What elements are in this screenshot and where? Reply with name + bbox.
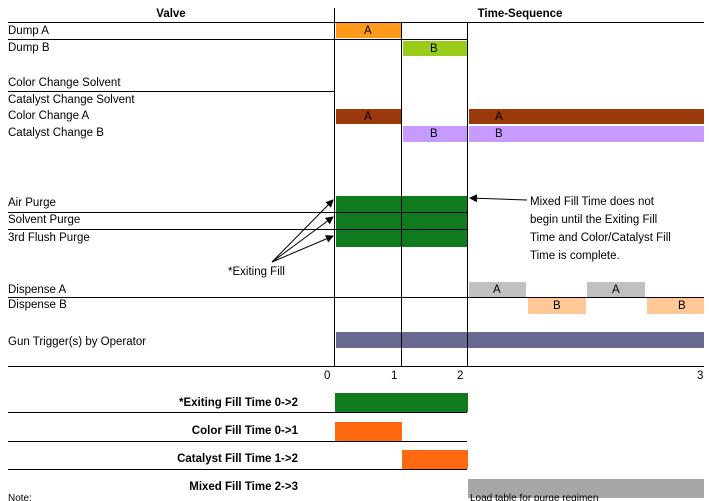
bar-label: B [553,300,561,312]
row-label-gun-trigger: Gun Trigger(s) by Operator [8,336,147,348]
row-label-3rd-flush-purge: 3rd Flush Purge [8,232,90,244]
bar-dump-b: B [403,41,467,56]
row-label-air-purge: Air Purge [8,197,56,209]
bar-label: A [364,111,372,123]
footer-note-right: Load table for purge regimen [470,493,599,501]
summary-bar [335,422,402,441]
bar-label: B [430,128,438,140]
axis-tick-1: 1 [391,370,398,382]
arrow-to-3rd-flush-purge [271,235,334,263]
bar-label: A [493,284,501,296]
axis-tick-2: 2 [457,370,464,382]
bar-dispense-a-2: A [587,282,645,297]
arrow-to-solvent-purge [271,216,334,263]
bar-dispense-a-1: A [469,282,526,297]
grid-line [8,366,704,367]
mixed-fill-note-line-1: Mixed Fill Time does not [530,196,654,208]
summary-bar [402,450,468,469]
row-label-color-change-a: Color Change A [8,110,90,122]
bar-label: B [678,300,686,312]
bar-label: B [495,128,503,140]
grid-line [401,22,402,366]
time-sequence-header: Time-Sequence [477,8,563,20]
summary-label-exiting-fill: *Exiting Fill Time 0->2 [179,397,298,409]
row-label-catalyst-change-b: Catalyst Change B [8,127,104,139]
row-label-color-change-solvent: Color Change Solvent [8,77,121,89]
axis-tick-0: 0 [324,370,331,382]
grid-line [8,91,334,92]
grid-line [8,212,467,213]
exiting-fill-annotation: *Exiting Fill [228,266,285,278]
row-label-dispense-a: Dispense A [8,284,67,296]
footer-note-left: Note: [8,493,32,501]
bar-dispense-b-1: B [528,298,586,314]
summary-label-color-fill: Color Fill Time 0->1 [191,425,298,437]
summary-label-catalyst-fill: Catalyst Fill Time 1->2 [177,453,298,465]
summary-divider [8,441,467,442]
arrow-mixed-fill-note [469,194,528,203]
grid-line [8,39,467,40]
bar-label: A [364,25,372,37]
grid-line [334,8,335,366]
mixed-fill-note-line-2: begin until the Exiting Fill [530,214,658,226]
arrow-to-air-purge [271,199,334,263]
bar-dump-a: A [336,23,401,38]
row-label-solvent-purge: Solvent Purge [8,214,81,226]
grid-line [467,22,468,366]
grid-line [8,229,467,230]
summary-divider [8,412,467,413]
axis-tick-3: 3 [697,370,704,382]
summary-label-mixed-fill: Mixed Fill Time 2->3 [189,481,298,493]
bar-catalyst-change-b-2: B [469,126,704,142]
row-label-dump-b: Dump B [8,42,50,54]
bar-dispense-b-2: B [647,298,704,314]
bar-label: A [495,111,503,123]
summary-bar [335,393,468,412]
grid-line [8,22,704,23]
bar-gun-trigger [336,332,704,348]
row-label-catalyst-change-solvent: Catalyst Change Solvent [8,94,135,106]
bar-label: B [430,43,438,55]
bar-color-change-a-2: A [469,109,704,124]
summary-divider [8,469,467,470]
mixed-fill-note-line-3: Time and Color/Catalyst Fill [530,232,671,244]
mixed-fill-note-line-4: Time is complete. [530,250,620,262]
bar-label: A [612,284,620,296]
bar-catalyst-change-b-1: B [403,126,467,142]
valve-column-header: Valve [156,8,186,20]
grid-line [8,297,704,298]
bar-color-change-a-1: A [336,109,401,124]
row-label-dispense-b: Dispense B [8,299,67,311]
summary-bar [468,479,704,498]
row-label-dump-a: Dump A [8,25,49,37]
